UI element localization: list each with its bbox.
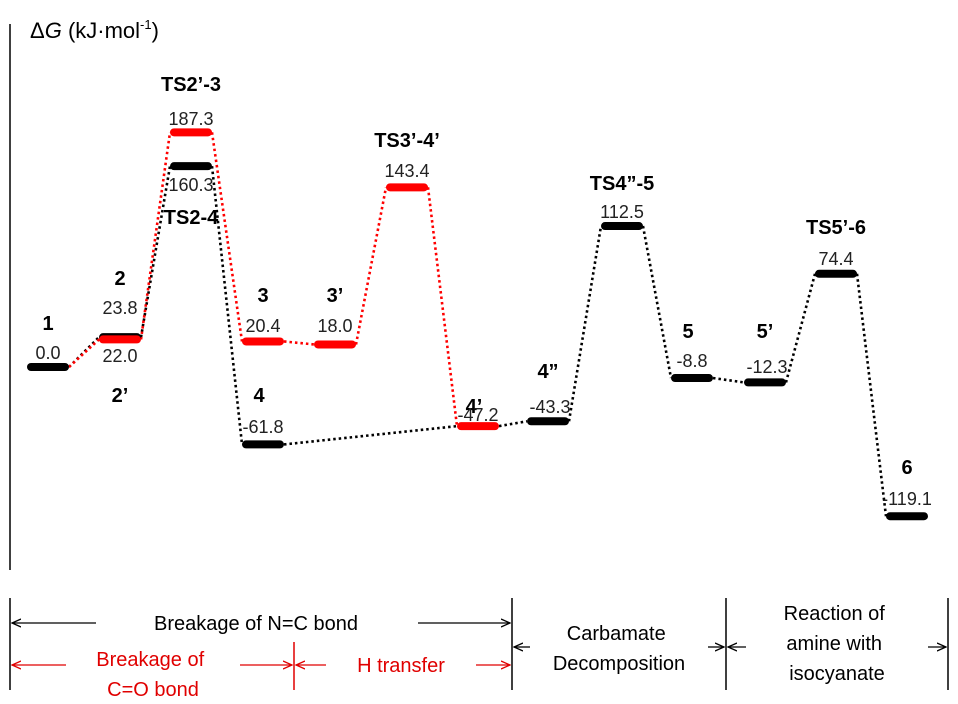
level-bar-LTS45 [601, 222, 643, 231]
connector-L5-L5p [712, 376, 745, 384]
connector-LTS56-L6 [855, 273, 888, 517]
level-value-LTS45: 112.5 [600, 202, 644, 222]
connector-L2p-LTS23 [139, 132, 172, 340]
level-value-L4: -61.8 [242, 417, 283, 437]
level-bar-L3p [314, 340, 356, 349]
level-name-L2p: 2’ [112, 385, 129, 407]
section-amine-line1: Reaction of [784, 603, 886, 625]
level-name-L5p: 5’ [757, 321, 774, 343]
level-value-L1: 0.0 [35, 343, 60, 363]
level-bar-L4p [457, 422, 499, 431]
section-co-bond-line1: Breakage of [96, 649, 204, 671]
y-axis-title: ΔG (kJ·mol-1) [30, 17, 159, 43]
level-name-L2: 2 [114, 268, 125, 290]
level-bar-L6 [886, 512, 928, 521]
section-co-bond-label: Breakage of C=O bond [96, 649, 209, 701]
connector-LTS24-L4 [210, 166, 244, 445]
connector-L3-L3p [283, 340, 315, 346]
level-name-LTS45: TS4”-5 [590, 173, 654, 195]
connector-L2-LTS24 [139, 165, 172, 338]
level-bar-LTS23 [170, 128, 212, 137]
level-name-L6: 6 [901, 457, 912, 479]
connector-L3p-LTS34 [354, 187, 388, 345]
level-bar-LTS34 [386, 183, 428, 192]
connector-L5p-LTS56 [784, 273, 817, 383]
level-bar-L5 [671, 374, 713, 383]
section-carbamate-line2: Decomposition [553, 653, 685, 675]
level-value-L4p: -47.2 [457, 405, 498, 425]
level-name-L4pp: 4” [537, 361, 558, 383]
level-bar-layer [27, 128, 928, 521]
section-nc-bond-label: Breakage of N=C bond [154, 613, 358, 635]
section-amine-label: Reaction of amine with isocyanate [784, 603, 891, 685]
level-name-L4: 4 [253, 385, 265, 407]
level-value-L6: -119.1 [882, 489, 932, 509]
level-name-L5: 5 [682, 321, 693, 343]
connector-LTS45-L5 [641, 225, 673, 379]
level-value-LTS34: 143.4 [384, 161, 429, 181]
level-bar-L1 [27, 363, 69, 371]
level-value-LTS24: 160.3 [168, 175, 213, 195]
section-carbamate-label: Carbamate Decomposition [553, 623, 685, 675]
connector-L4p-L4pp [498, 419, 528, 428]
level-bar-LTS56 [815, 269, 857, 278]
y-axis-title-exp: -1 [140, 17, 152, 32]
level-bar-L4pp [527, 417, 569, 426]
level-name-L3: 3 [257, 285, 268, 307]
section-amine-line3: isocyanate [789, 663, 885, 685]
level-bar-L4 [242, 440, 284, 449]
level-value-L5: -8.8 [676, 351, 707, 371]
connector-LTS34-L4p [426, 187, 459, 427]
level-value-L3: 20.4 [245, 316, 280, 336]
y-axis-title-symbol: ΔG [30, 18, 62, 43]
level-value-L4pp: -43.3 [529, 397, 570, 417]
y-axis-title-close: ) [152, 18, 159, 43]
y-axis-title-unit: (kJ·mol [62, 18, 140, 43]
section-h-transfer-label: H transfer [357, 655, 445, 677]
level-value-LTS23: 187.3 [168, 109, 213, 129]
level-value-L5p: -12.3 [746, 357, 787, 377]
section-carbamate-line1: Carbamate [567, 623, 666, 645]
level-name-LTS34: TS3’-4’ [374, 130, 440, 152]
level-name-L1: 1 [42, 313, 53, 335]
level-bar-LTS24 [170, 162, 212, 171]
connector-LTS23-L3 [210, 132, 244, 342]
level-name-L3p: 3’ [327, 285, 344, 307]
connector-L4-L4p [283, 424, 458, 446]
level-value-L2: 23.8 [102, 298, 137, 318]
connector-L4pp-LTS45 [567, 225, 603, 422]
connector-L1-L2p [68, 338, 100, 368]
section-co-bond-line2: C=O bond [107, 679, 199, 701]
level-bar-L2p [99, 335, 141, 344]
level-name-L4p: 4’ [466, 396, 483, 418]
level-value-LTS56: 74.4 [818, 249, 853, 269]
connector-layer [68, 132, 888, 517]
level-bar-L5p [744, 378, 786, 387]
level-name-LTS23: TS2’-3 [161, 74, 221, 96]
level-name-LTS24: TS2-4 [164, 207, 219, 229]
level-value-L2p: 22.0 [102, 346, 137, 366]
section-amine-line2: amine with [786, 633, 882, 655]
level-value-L3p: 18.0 [317, 316, 352, 336]
level-bar-L3 [242, 337, 284, 346]
level-name-LTS56: TS5’-6 [806, 217, 866, 239]
